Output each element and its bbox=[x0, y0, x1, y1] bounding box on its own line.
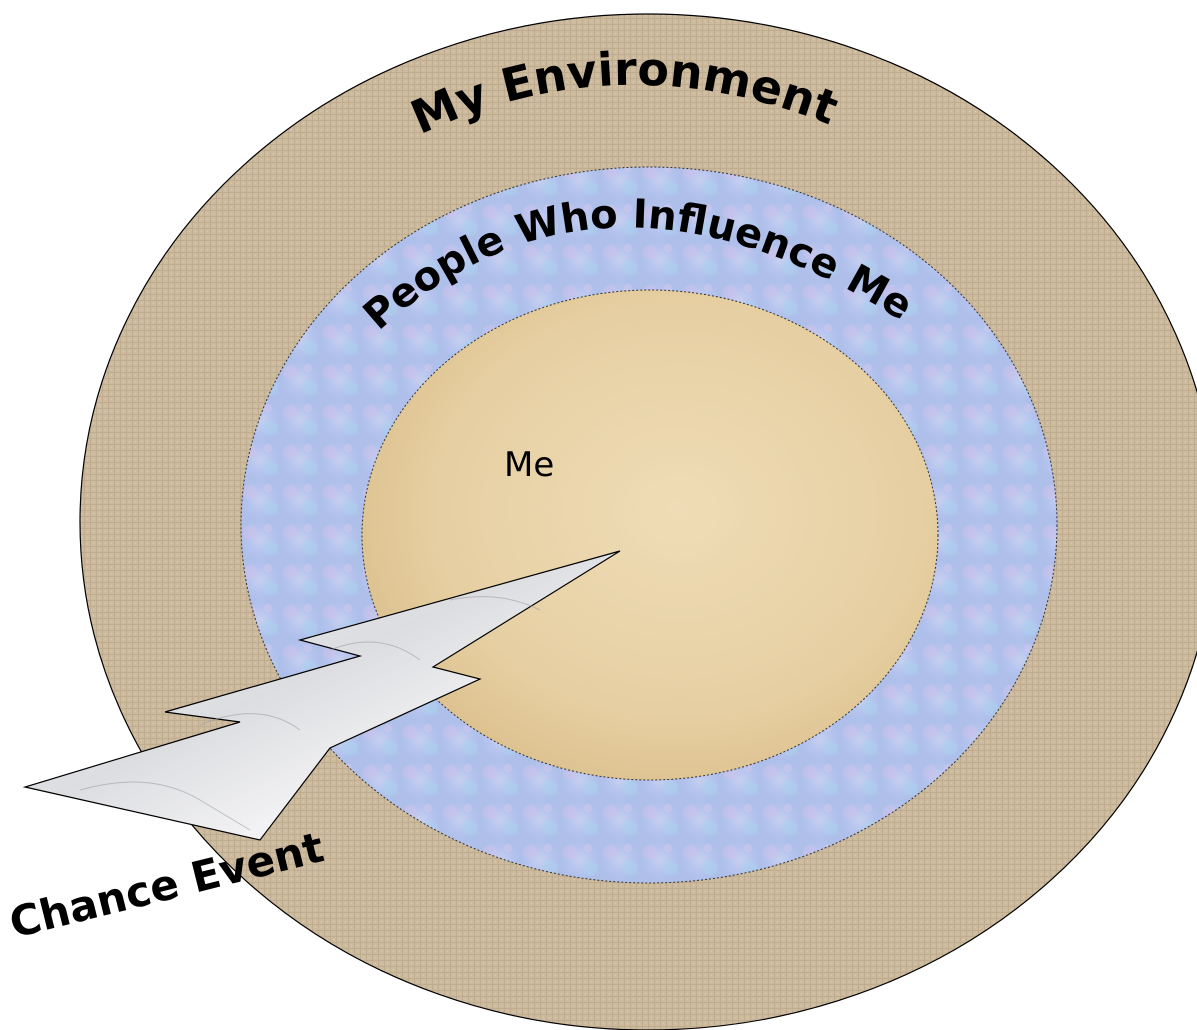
marble-veins bbox=[79, 596, 541, 831]
me-label: Me bbox=[504, 445, 554, 485]
lightning-bolt-icon bbox=[22, 550, 621, 841]
me-circle bbox=[361, 289, 939, 781]
